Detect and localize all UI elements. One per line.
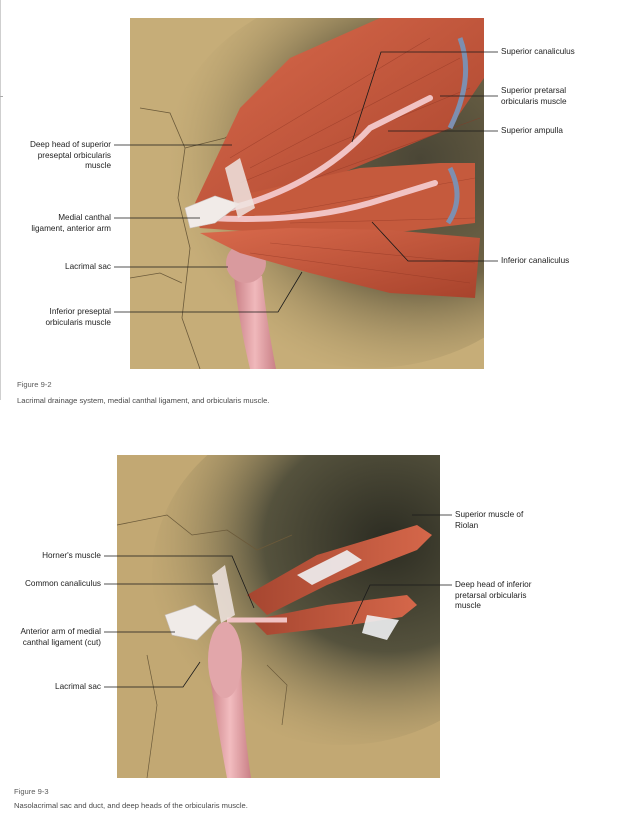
label-inferior-preseptal-orbicularis: Inferior preseptal orbicularis muscle [45,307,111,327]
label-anterior-arm-medial-canthal-cut: Anterior arm of medial canthal ligament … [20,627,101,647]
label-medial-canthal-ligament: Medial canthal ligament, anterior arm [31,213,111,233]
label-lacrimal-sac-fig1: Lacrimal sac [65,262,111,271]
label-superior-muscle-of-riolan: Superior muscle of Riolan [455,510,524,530]
figure-9-3-caption: Nasolacrimal sac and duct, and deep head… [14,801,248,810]
label-superior-canaliculus: Superior canaliculus [501,47,575,56]
page-edge-tick [0,96,3,97]
label-inferior-canaliculus: Inferior canaliculus [501,256,570,265]
figure-9-2-caption: Lacrimal drainage system, medial canthal… [17,396,270,405]
figure-9-2-illustration [130,18,484,369]
label-common-canaliculus: Common canaliculus [25,579,101,588]
figure-9-3-illustration [117,455,440,778]
label-superior-ampulla: Superior ampulla [501,126,563,135]
label-superior-pretarsal-orbicularis: Superior pretarsal orbicularis muscle [501,86,567,106]
label-deep-head-inferior-pretarsal: Deep head of inferior pretarsal orbicula… [455,580,532,610]
page-left-edge [0,0,1,400]
lacrimal-drainage-drawing [130,18,484,369]
label-lacrimal-sac-fig2: Lacrimal sac [55,682,101,691]
nasolacrimal-sac-drawing [117,455,440,778]
label-deep-head-superior-preseptal: Deep head of superior preseptal orbicula… [29,140,111,170]
figure-9-2-number: Figure 9-2 [17,380,52,389]
figure-9-3-number: Figure 9-3 [14,787,49,796]
label-horners-muscle: Horner's muscle [42,551,101,560]
